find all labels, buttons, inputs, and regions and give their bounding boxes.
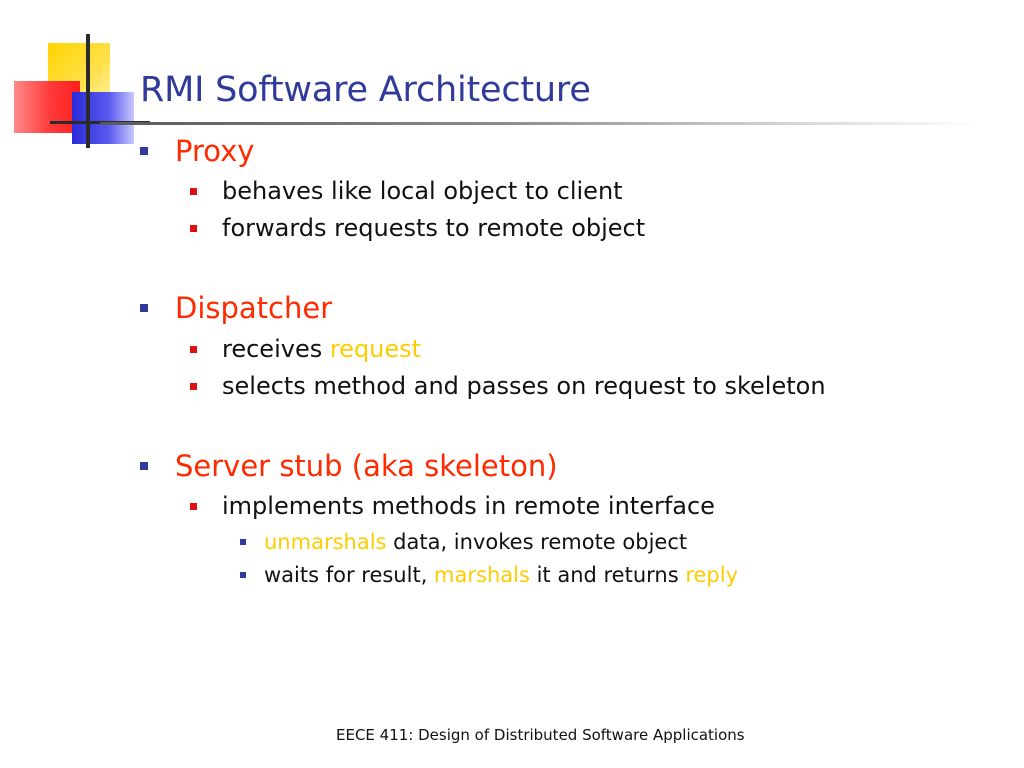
item-text: receives: [222, 335, 330, 363]
square-bullet-icon: [140, 462, 148, 470]
heading-text: Server stub (aka skeleton): [175, 449, 558, 483]
square-bullet-icon: [240, 572, 246, 578]
highlight-text: reply: [685, 563, 739, 587]
square-bullet-icon: [190, 502, 197, 510]
highlight-text: request: [329, 335, 422, 363]
decorative-logo: [0, 0, 150, 160]
bullet-dispatcher: Dispatcher: [140, 291, 332, 325]
blue-square-shape: [72, 92, 134, 144]
item-text: forwards requests to remote object: [222, 214, 646, 242]
bullet-dispatcher-item-1: receives request: [190, 335, 421, 363]
square-bullet-icon: [190, 224, 197, 232]
item-text: implements methods in remote interface: [222, 492, 715, 520]
bullet-dispatcher-item-2: selects method and passes on request to …: [190, 372, 826, 400]
slide-title: RMI Software Architecture: [140, 70, 591, 110]
square-bullet-icon: [140, 304, 148, 312]
slide-footer: EECE 411: Design of Distributed Software…: [336, 726, 745, 744]
highlight-text: marshals: [434, 563, 530, 587]
bullet-server-stub-subitem-2: waits for result, marshals it and return…: [240, 563, 738, 587]
item-text: selects method and passes on request to …: [222, 372, 826, 400]
heading-text: Dispatcher: [175, 291, 333, 325]
item-text: behaves like local object to client: [222, 177, 623, 205]
item-text: it and returns: [529, 563, 686, 587]
item-text: data, invokes remote object: [386, 530, 688, 554]
item-text: waits for result,: [264, 563, 435, 587]
bullet-server-stub-subitem-1: unmarshals data, invokes remote object: [240, 530, 687, 554]
square-bullet-icon: [140, 147, 148, 155]
highlight-text: unmarshals: [264, 530, 387, 554]
square-bullet-icon: [190, 382, 197, 390]
bullet-server-stub-item-1: implements methods in remote interface: [190, 492, 715, 520]
bullet-server-stub: Server stub (aka skeleton): [140, 449, 558, 483]
bullet-proxy-item-1: behaves like local object to client: [190, 177, 623, 205]
square-bullet-icon: [190, 345, 197, 353]
heading-text: Proxy: [175, 134, 255, 168]
red-square-shape: [14, 81, 80, 133]
square-bullet-icon: [240, 539, 246, 545]
bullet-proxy-item-2: forwards requests to remote object: [190, 214, 645, 242]
square-bullet-icon: [190, 187, 197, 195]
title-underline: [100, 122, 980, 125]
vertical-line-shape: [86, 34, 90, 148]
bullet-proxy: Proxy: [140, 134, 254, 168]
